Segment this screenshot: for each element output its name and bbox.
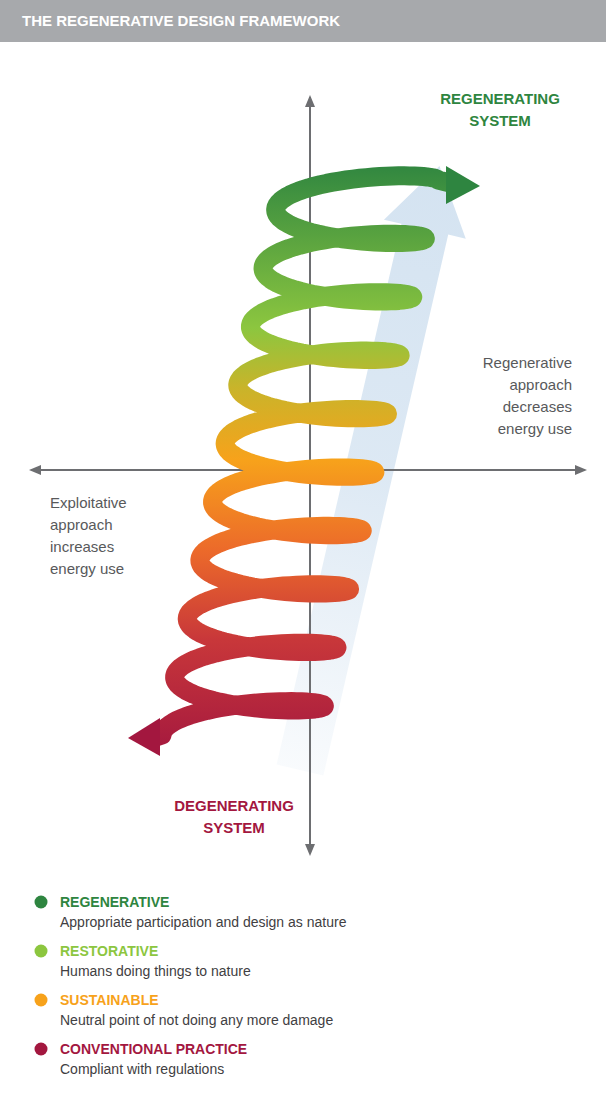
legend-swatch xyxy=(35,994,48,1007)
axes xyxy=(29,95,587,856)
system-label: DEGENERATING SYSTEM xyxy=(160,795,308,839)
axis-arrowhead xyxy=(575,465,587,475)
legend-description: Appropriate participation and design as … xyxy=(60,913,580,931)
coil-arrowhead xyxy=(128,718,160,756)
system-label: REGENERATING SYSTEM xyxy=(420,88,580,132)
axis-arrowhead xyxy=(29,465,41,475)
spiral-coil xyxy=(128,166,480,756)
legend-heading: RESTORATIVE xyxy=(60,942,158,960)
axis-note: Regenerative approach decreases energy u… xyxy=(468,352,572,440)
legend-heading: SUSTAINABLE xyxy=(60,991,159,1009)
coil-path xyxy=(156,176,450,737)
axis-arrowhead xyxy=(305,844,315,856)
legend-swatches xyxy=(35,896,48,1056)
axis-arrowhead xyxy=(305,95,315,107)
legend-swatch xyxy=(35,1043,48,1056)
diagram-title: THE REGENERATIVE DESIGN FRAMEWORK xyxy=(22,12,340,30)
legend-heading: CONVENTIONAL PRACTICE xyxy=(60,1040,247,1058)
legend-swatch xyxy=(35,945,48,958)
legend-description: Neutral point of not doing any more dama… xyxy=(60,1011,580,1029)
legend-description: Compliant with regulations xyxy=(60,1060,580,1078)
legend-description: Humans doing things to nature xyxy=(60,962,580,980)
axis-note: Exploitative approach increases energy u… xyxy=(50,492,154,580)
legend-swatch xyxy=(35,896,48,909)
coil-arrowhead xyxy=(446,166,480,204)
legend-heading: REGENERATIVE xyxy=(60,893,169,911)
